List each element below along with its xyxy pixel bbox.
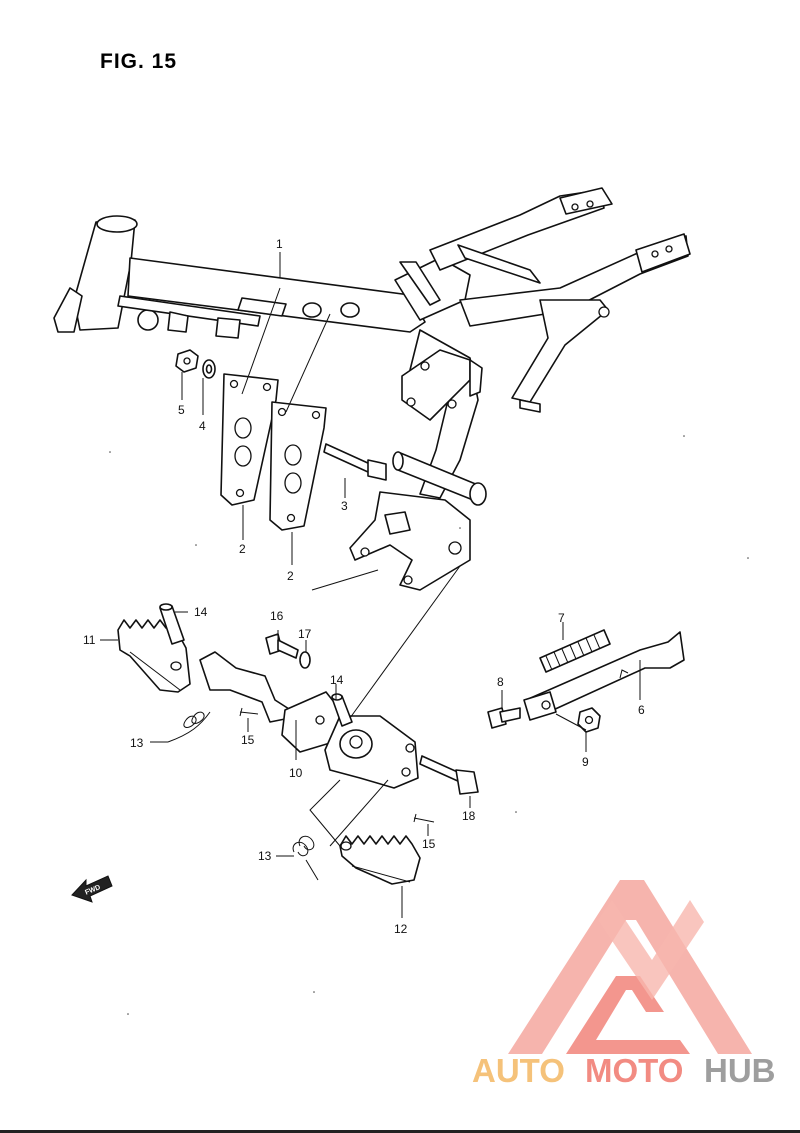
watermark-auto: AUTO	[472, 1052, 565, 1089]
part-number: 15	[241, 733, 255, 747]
bottom-border	[0, 1130, 800, 1133]
part-number: 17	[298, 627, 312, 641]
spring-part-13-lower	[292, 835, 319, 881]
watermark-moto: MOTO	[585, 1052, 683, 1089]
bolt-part-8	[487, 707, 521, 729]
bolt-part-3	[323, 443, 387, 481]
part-number: 15	[422, 837, 436, 851]
part-number: 18	[462, 809, 476, 823]
scan-speckles	[109, 435, 749, 1015]
part-number: 2	[287, 569, 294, 583]
watermark-logo	[508, 880, 752, 1054]
part-number: 16	[270, 609, 284, 623]
part-number: 13	[130, 736, 144, 750]
part-number: 11	[83, 633, 96, 647]
figure-title: FIG. 15	[100, 50, 178, 73]
footrest-bracket-part-10	[199, 651, 419, 789]
nut-part-5	[175, 349, 199, 373]
side-stand-part-6	[523, 631, 685, 721]
spring-part-13-upper	[167, 711, 211, 743]
leader-lines	[100, 252, 641, 918]
part-numbers: 1 2 2 3 4 5 6 7 8 9 10 11 12 13 13 14 14…	[83, 237, 645, 936]
cotter-pin-part-15-lower	[413, 813, 435, 823]
part-number: 14	[194, 605, 208, 619]
watermark-hub: HUB	[704, 1052, 776, 1089]
footrest-part-12	[339, 835, 421, 885]
bolt-part-18	[419, 755, 479, 795]
cotter-pin-part-15-upper	[239, 707, 259, 717]
frame-part	[53, 187, 691, 591]
part-number: 9	[582, 755, 589, 769]
part-number: 1	[276, 237, 283, 251]
part-number: 7	[558, 611, 565, 625]
part-number: 3	[341, 499, 348, 513]
washer-part-17	[299, 651, 311, 669]
forward-arrow-icon: FWD	[71, 875, 113, 903]
part-number: 6	[638, 703, 645, 717]
washer-part-4	[202, 359, 216, 379]
spring-part-7	[539, 629, 611, 673]
footrest-plate-right	[269, 401, 327, 531]
part-number: 5	[178, 403, 185, 417]
part-number: 8	[497, 675, 504, 689]
part-number: 12	[394, 922, 408, 936]
pin-part-14-upper	[159, 603, 185, 645]
pin-part-14-lower	[331, 693, 353, 727]
part-number: 2	[239, 542, 246, 556]
bolt-part-16	[265, 633, 299, 659]
part-number: 10	[289, 766, 303, 780]
part-number: 4	[199, 419, 206, 433]
part-number: 13	[258, 849, 272, 863]
part-number: 14	[330, 673, 344, 687]
footrest-plate-left	[220, 373, 279, 506]
watermark-text: AUTO MOTO HUB	[472, 1052, 776, 1089]
nut-part-9	[577, 707, 601, 733]
